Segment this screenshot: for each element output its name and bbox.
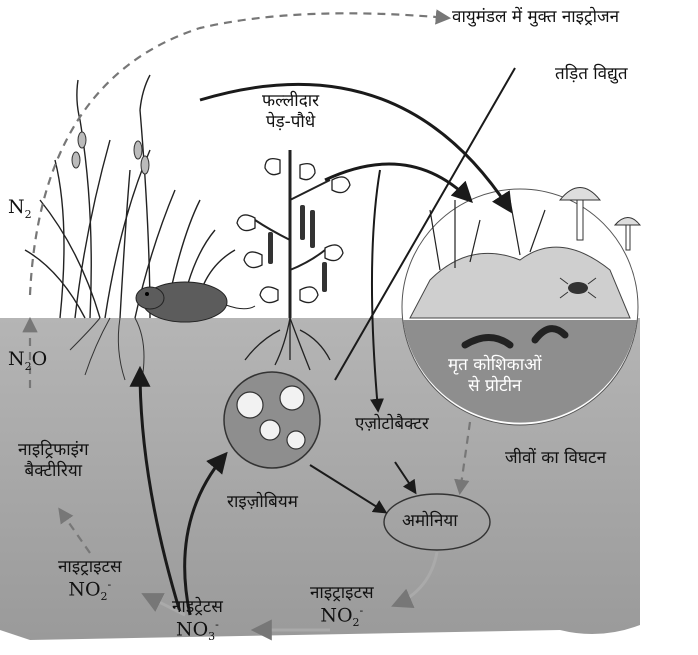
label-azotobacter: एज़ोटोबैक्टर (355, 414, 429, 435)
n2-sub: 2 (25, 208, 32, 221)
root-nodule-icon (224, 372, 320, 468)
label-nitrites-left: नाइट्राइटस NO2- (58, 557, 122, 604)
no2-right-sub: 2 (353, 616, 360, 629)
label-no3: NO3- (172, 618, 223, 644)
label-rhizobium: राइज़ोबियम (227, 492, 298, 513)
no2-right-sup: - (360, 604, 364, 617)
label-legumes-line2: पेड़-पौधे (262, 112, 319, 133)
mouse-icon (136, 282, 255, 322)
no2-left-base: NO (68, 579, 100, 601)
label-decomposition: जीवों का विघटन (505, 448, 606, 469)
label-dead-cells-line2: से प्रोटीन (448, 376, 542, 397)
no2-left-sub: 2 (101, 590, 108, 603)
label-ammonia: अमोनिया (402, 511, 458, 532)
n2-base: N (8, 196, 25, 218)
label-lightning: तड़ित विद्युत (555, 64, 628, 85)
no3-sup: - (215, 618, 219, 631)
label-legumes-line1: फल्लीदार (262, 91, 319, 112)
label-denitrifying-line1: नाइट्रिफाइंग (18, 440, 89, 461)
arrow-legume-to-decomposition (200, 84, 510, 210)
label-denitrifying-line2: बैक्टीरिया (18, 461, 89, 482)
arrow-n2-to-atmosphere (30, 13, 448, 295)
label-free-nitrogen: वायुमंडल में मुक्त नाइट्रोजन (452, 7, 619, 28)
label-denitrifying-bacteria: नाइट्रिफाइंग बैक्टीरिया (18, 440, 89, 483)
n2o-o: O (32, 348, 48, 370)
label-no2-right: NO2- (310, 604, 374, 630)
grass-icon (25, 75, 235, 318)
no3-sub: 3 (208, 630, 215, 643)
no3-base: NO (176, 619, 208, 641)
n2o-sub: 2 (25, 360, 32, 373)
label-nitrates: नाइट्रेटस NO3- (172, 597, 223, 644)
label-nitrites-right-text: नाइट्राइटस (310, 583, 374, 604)
label-n2: N2 (8, 196, 32, 222)
label-no2-left: NO2- (58, 578, 122, 604)
label-nitrates-text: नाइट्रेटस (172, 597, 223, 618)
label-nitrites-right: नाइट्राइटस NO2- (310, 583, 374, 630)
no2-left-sup: - (108, 578, 112, 591)
n2o-n: N (8, 348, 25, 370)
label-legumes: फल्लीदार पेड़-पौधे (262, 91, 319, 134)
no2-right-base: NO (320, 605, 352, 627)
label-dead-cells: मृत कोशिकाओं से प्रोटीन (448, 355, 542, 398)
label-n2o: N2O (8, 348, 47, 374)
label-dead-cells-line1: मृत कोशिकाओं (448, 355, 542, 376)
label-nitrites-left-text: नाइट्राइटस (58, 557, 122, 578)
